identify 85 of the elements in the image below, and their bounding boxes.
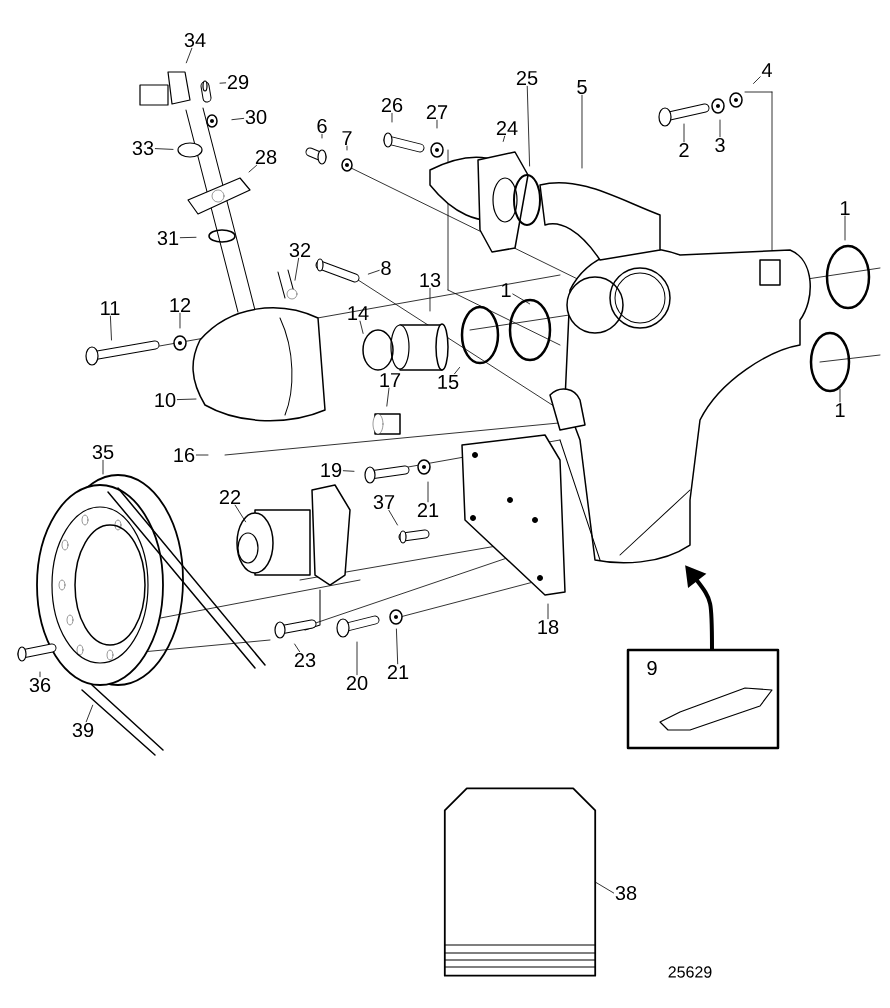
- callout-number: 31: [157, 230, 179, 246]
- callout-number: 13: [420, 272, 441, 288]
- callout-number: 21: [387, 665, 409, 679]
- callout-number: 29: [227, 74, 249, 90]
- leader-line: [547, 603, 549, 620]
- leader-line: [581, 94, 583, 169]
- callout-number: 5: [577, 80, 587, 94]
- callout-number: 23: [294, 652, 316, 668]
- callout-number: 4: [761, 63, 772, 77]
- leader-line: [234, 504, 246, 523]
- leader-line: [683, 123, 685, 143]
- leader-line: [39, 671, 41, 678]
- callout-number: 7: [342, 131, 352, 145]
- leader-line: [429, 287, 431, 312]
- callout-number: 27: [426, 105, 448, 119]
- callout-number: 33: [132, 140, 154, 156]
- leader-line: [502, 135, 506, 142]
- leader-line: [594, 881, 615, 894]
- leader-line: [436, 119, 438, 129]
- leader-line: [359, 320, 364, 334]
- callout-number: 1: [840, 201, 850, 215]
- drawing-number: 25629: [668, 966, 712, 978]
- leader-line: [102, 459, 104, 475]
- callout-number: 6: [317, 118, 327, 134]
- callout-number: 39: [72, 722, 94, 738]
- leader-line: [844, 215, 846, 241]
- leader-line: [346, 145, 348, 151]
- leader-line: [388, 509, 398, 526]
- leader-line: [839, 388, 841, 403]
- callout-number: 34: [184, 32, 206, 48]
- leader-line: [179, 236, 197, 239]
- leader-line: [342, 470, 355, 472]
- leader-line: [753, 76, 761, 84]
- leader-line: [356, 641, 358, 676]
- leader-line: [512, 293, 531, 305]
- callout-number: 14: [348, 306, 369, 320]
- callout-number: 30: [245, 109, 267, 125]
- callout-number: 35: [92, 444, 114, 460]
- kit-bag: [443, 787, 597, 977]
- leader-line: [321, 133, 323, 139]
- callout-number: 26: [381, 97, 403, 113]
- leader-line: [427, 481, 429, 503]
- callout-number: 2: [679, 143, 689, 157]
- callout-number: 18: [538, 619, 559, 635]
- leader-line: [367, 269, 380, 275]
- leader-line: [185, 47, 193, 64]
- inset-box: 9: [626, 648, 780, 750]
- leader-line: [154, 148, 174, 150]
- callout-number: 1: [835, 403, 845, 417]
- leader-line: [231, 118, 245, 121]
- leader-line: [248, 164, 257, 173]
- leader-line: [219, 82, 227, 84]
- leader-line: [719, 119, 721, 138]
- callout-number: 37: [373, 494, 395, 510]
- leader-line: [294, 643, 300, 653]
- callout-number: 22: [219, 490, 241, 504]
- leader-line: [85, 704, 94, 723]
- callout-number: 38: [615, 885, 637, 901]
- leader-line: [179, 312, 181, 329]
- leader-line: [391, 112, 393, 123]
- leader-line: [526, 85, 530, 167]
- callout-number: 28: [255, 149, 277, 165]
- callout-number: 17: [380, 373, 401, 387]
- callout-number: 21: [417, 503, 439, 517]
- leader-line: [176, 398, 197, 400]
- callout-number: 19: [321, 462, 342, 478]
- callout-number: 11: [101, 301, 120, 315]
- callout-number: 15: [438, 375, 459, 389]
- callout-number: 3: [715, 137, 725, 153]
- leader-line: [454, 367, 460, 375]
- callout-number: 16: [174, 447, 195, 463]
- callout-number: 24: [496, 121, 518, 135]
- callout-number: 36: [29, 677, 51, 693]
- callout-number: 1: [501, 283, 511, 297]
- callout-number: 8: [381, 260, 391, 276]
- leader-line: [386, 387, 390, 407]
- callout-number: 10: [155, 392, 176, 408]
- callout-number: 32: [289, 242, 311, 258]
- leader-line: [294, 257, 300, 281]
- callout-number: 20: [346, 675, 368, 691]
- leader-line: [109, 315, 112, 341]
- callout-number: 25: [516, 70, 538, 86]
- leader-line: [396, 628, 399, 665]
- callout-number: 12: [170, 298, 191, 312]
- leader-line: [195, 454, 209, 456]
